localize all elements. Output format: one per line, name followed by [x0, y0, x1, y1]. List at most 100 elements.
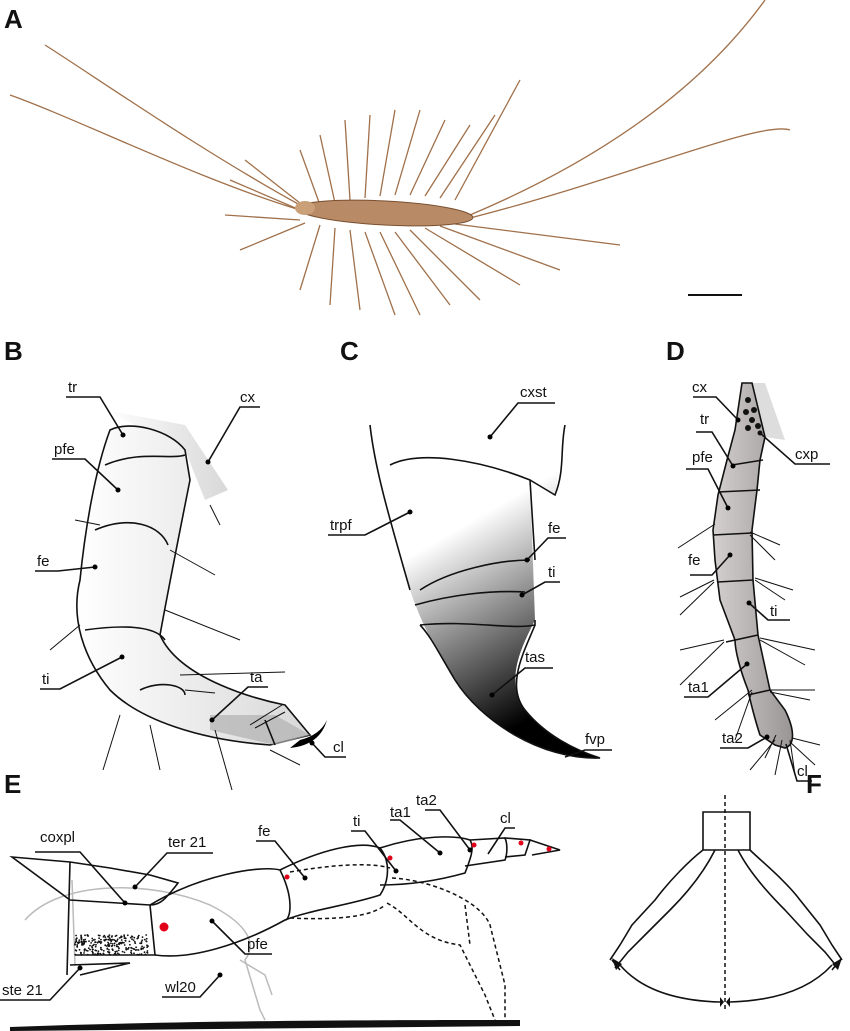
stipple-dot [75, 949, 78, 952]
label-ti-c: ti [548, 564, 556, 581]
label-ta1-e: ta1 [390, 804, 411, 821]
label-cl-d: cl [797, 763, 808, 780]
stipple-dot [96, 941, 99, 944]
stipple-dot [81, 944, 83, 946]
panel-b: B tr cx pfe fe ti ta c [4, 336, 346, 791]
stipple-dot [127, 948, 129, 950]
label-pfe-d: pfe [692, 449, 713, 466]
stipple-dot [107, 945, 110, 947]
stipple-dot [100, 953, 102, 956]
stipple-dot [135, 946, 138, 949]
label-cxp: cxp [795, 446, 818, 463]
panel-e-labels: coxpl ter 21 fe ti ta1 ta2 cl pfe ste 21… [0, 792, 515, 1001]
stipple-dot [113, 938, 115, 941]
stipple-dot [115, 953, 117, 956]
stipple-dot [139, 942, 142, 945]
stipple-dot [112, 949, 114, 952]
stipple-dot [140, 941, 143, 943]
stipple-dot [92, 939, 95, 941]
label-trpf: trpf [330, 517, 353, 534]
stipple-dot [124, 940, 127, 942]
stipple-dot [124, 937, 127, 940]
stipple-dot [140, 953, 143, 955]
stipple-dot [83, 940, 86, 943]
stipple-dot [113, 953, 116, 955]
stipple-dot [109, 939, 111, 941]
label-cx-d: cx [692, 379, 708, 396]
label-tr-d: tr [700, 411, 709, 428]
stipple-dot [141, 939, 144, 942]
stipple-dot [91, 950, 94, 953]
label-fe-c: fe [548, 520, 561, 537]
stipple-dot [119, 936, 122, 939]
panel-label-c: C [340, 336, 359, 366]
stipple-dot [130, 951, 132, 954]
stipple-dot [143, 946, 145, 949]
centipede-illustration [9, 0, 791, 316]
stipple-dot [120, 939, 123, 941]
stipple-dot [118, 953, 120, 956]
stipple-dot [128, 940, 131, 943]
stipple-dot [102, 935, 105, 938]
label-ti-e: ti [353, 813, 361, 830]
stipple-dot [94, 949, 97, 952]
coxa-shape [105, 410, 228, 500]
stipple-dot [99, 942, 102, 945]
panel-label-d: D [666, 336, 685, 366]
stipple-dot [107, 935, 109, 938]
stipple-dot [123, 937, 126, 939]
claw-b [290, 720, 327, 748]
stipple-dot [126, 934, 129, 937]
stipple-dot [133, 936, 136, 939]
stipple-dot [78, 939, 81, 941]
stipple-dot [113, 942, 116, 945]
stipple-dot [131, 935, 134, 938]
stipple-dot [97, 950, 100, 953]
stipple-dot [110, 940, 113, 943]
stipple-dot [146, 944, 148, 947]
stipple-dot [108, 948, 110, 951]
panel-d: D cx tr pfe cxp fe ti [666, 336, 830, 782]
stipple-dot [96, 954, 98, 956]
stipple-dot [141, 945, 144, 948]
panel-label-a: A [4, 4, 23, 34]
stipple-dot [121, 942, 124, 944]
stipple-dot [108, 937, 111, 939]
stipple-dot [102, 949, 105, 952]
stipple-dot [102, 952, 105, 955]
stipple-dot [80, 935, 83, 938]
stipple-dot [84, 938, 87, 941]
stipple-dot [118, 947, 120, 950]
ground-line [10, 1020, 520, 1031]
stipple-dot [76, 944, 79, 946]
stipple-dot [145, 937, 148, 940]
stipple-dot [117, 945, 119, 948]
stipple-dot [116, 943, 118, 946]
panel-label-b: B [4, 336, 23, 366]
stipple-dot [94, 945, 97, 948]
stipple-dot [92, 953, 94, 955]
stipple-dot [98, 934, 101, 937]
centipede-head [295, 201, 315, 215]
stipple-dot [136, 953, 139, 956]
stipple-dot [116, 940, 118, 942]
stipple-dot [123, 951, 126, 954]
panel-a: A [4, 0, 791, 316]
stipple-dot [140, 947, 143, 950]
stipple-dot [91, 945, 93, 948]
label-fe-d: fe [688, 552, 701, 569]
stipple-dot [123, 941, 125, 944]
panel-b-labels: tr cx pfe fe ti ta cl [35, 379, 346, 758]
stipple-dot [143, 938, 146, 941]
label-cxst: cxst [520, 384, 548, 401]
stipple-dot [87, 947, 90, 950]
stipple-dot [103, 939, 105, 941]
stipple-dot [80, 937, 82, 939]
stipple-dot [90, 942, 92, 944]
panel-label-e: E [4, 769, 21, 799]
stipple-dot [116, 938, 119, 941]
stipple-dot [84, 948, 86, 951]
stipple-dot [137, 949, 140, 951]
stipple-dot [130, 949, 133, 952]
panel-label-f: F [806, 769, 822, 799]
